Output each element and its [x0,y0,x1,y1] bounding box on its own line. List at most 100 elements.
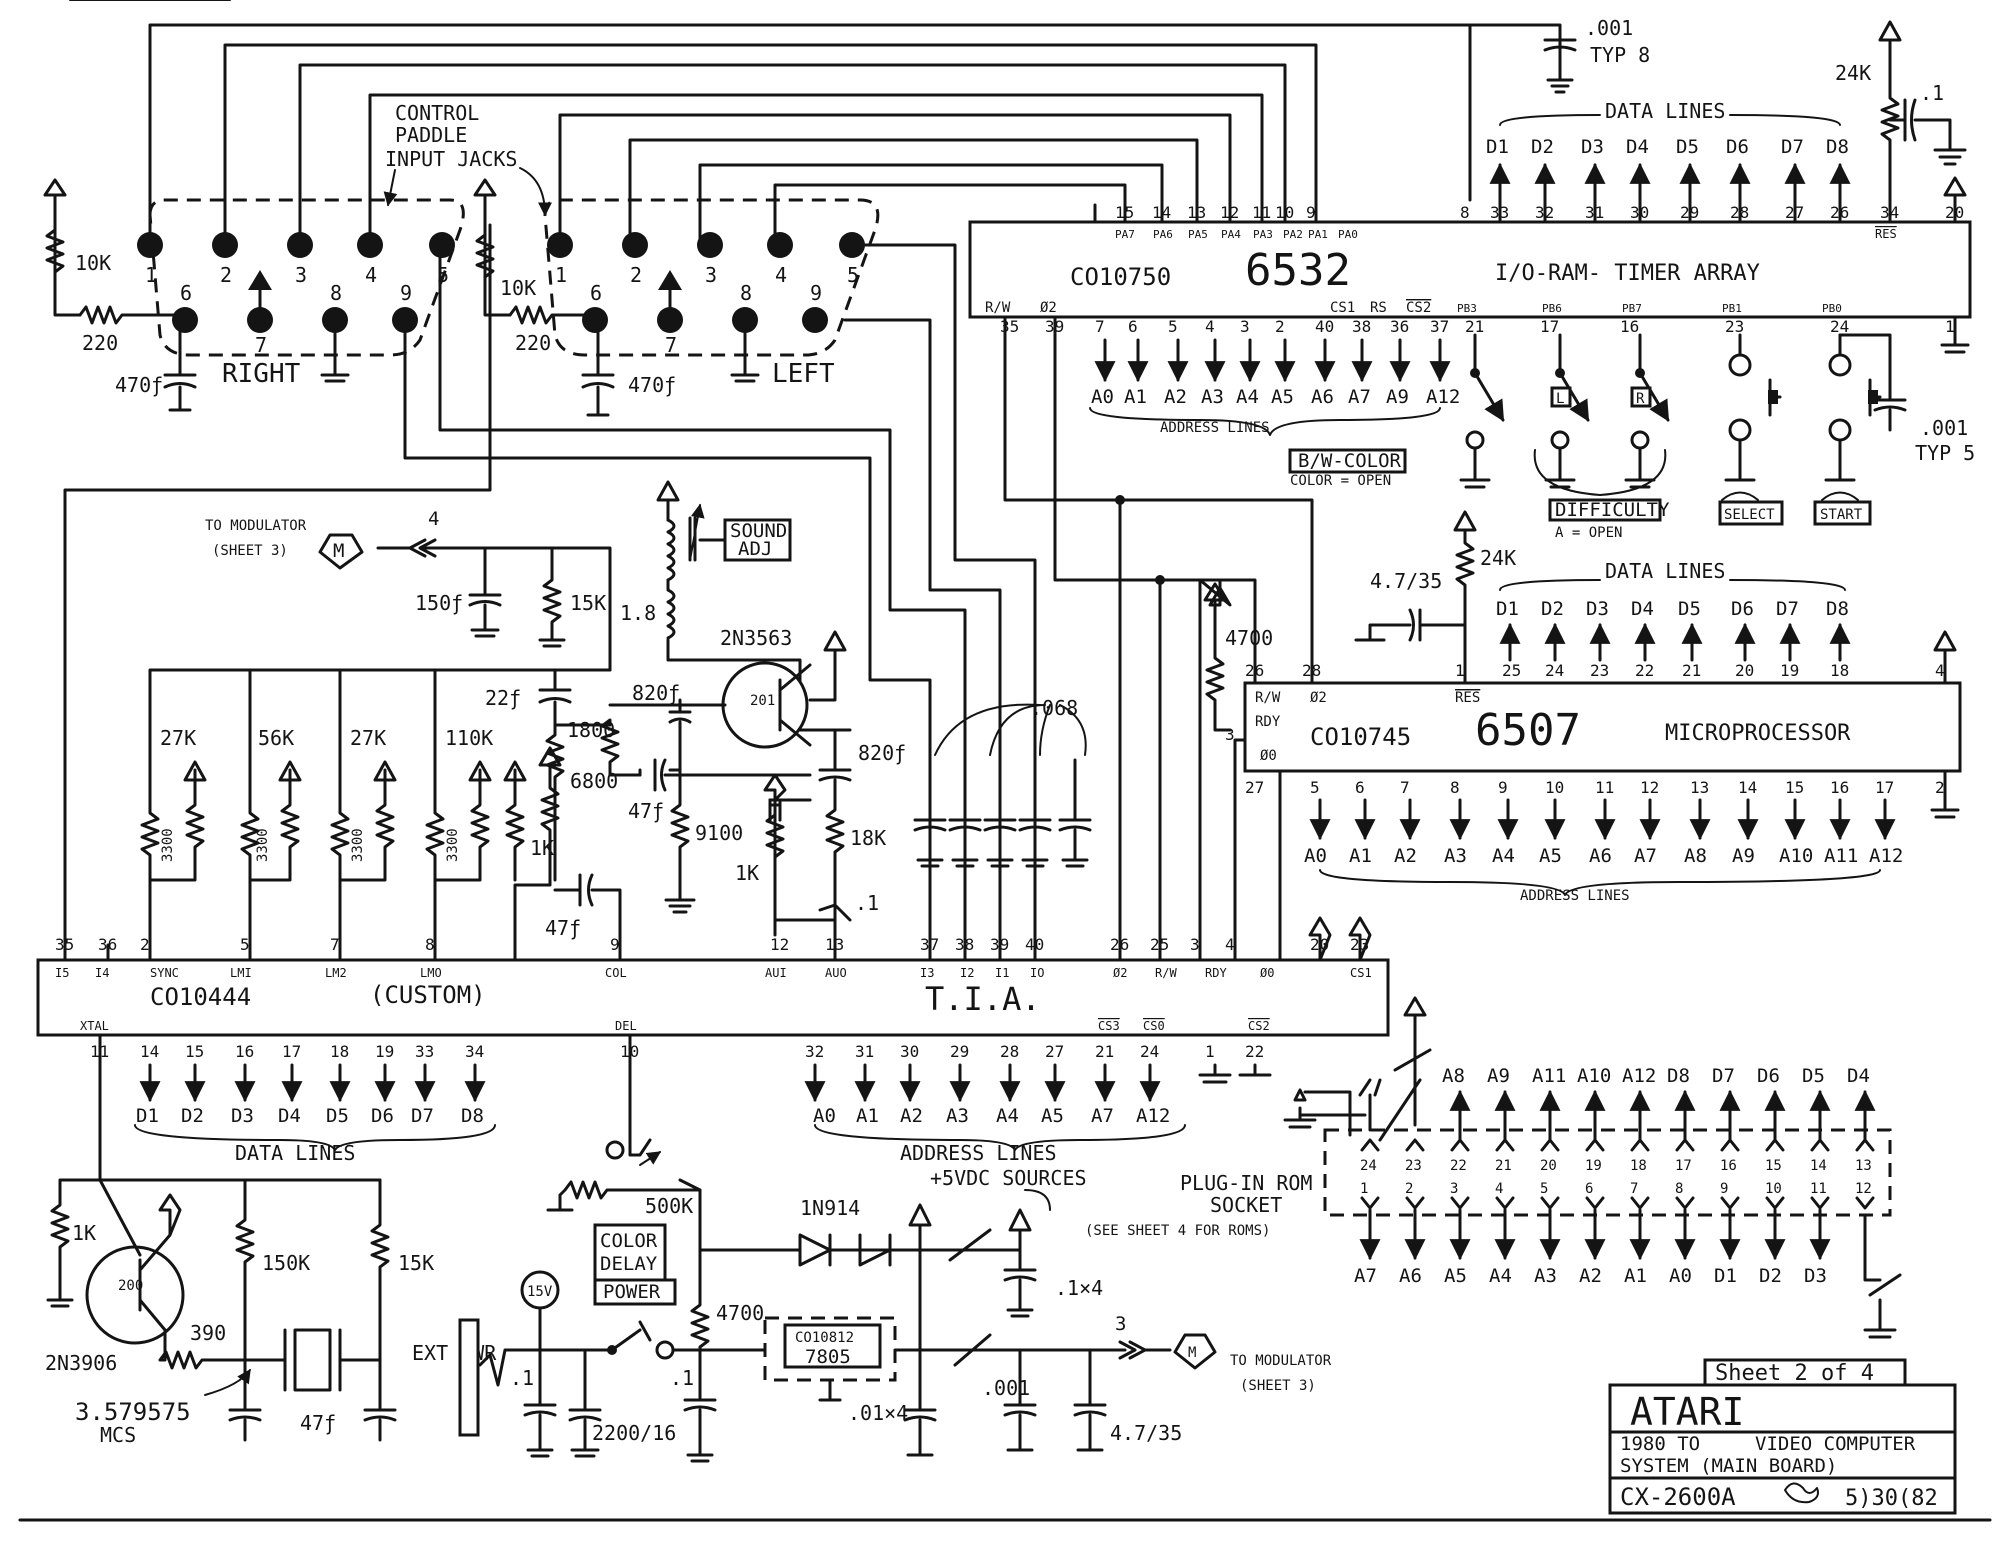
tia-data-D7: D7 [411,1105,434,1127]
cpu-data-D7: D7 [1776,598,1799,620]
right-jack-pin-5 [429,232,455,258]
select-box[interactable] [1718,500,1784,526]
rom-bottom-pin-1: 1 [1360,1181,1368,1197]
cpu-rdy-pullup: 4700 [1225,626,1273,650]
riot-data-label: DATA LINES [1605,99,1725,123]
riot-addr-A1: A1 [1124,386,1147,408]
right-diff-toggle[interactable] [1638,371,1670,422]
riot-cap-right: .001 [1920,416,1968,440]
tia-sig-3: LMI [230,966,252,980]
ext-pwr-jack[interactable] [458,1318,480,1437]
r3300-1 [248,778,300,882]
bw-toggle[interactable] [1473,371,1505,422]
riot-sig-res: RES [1875,227,1897,241]
jacks-caption-2: PADDLE [395,123,467,147]
title-block: Sheet 2 of 4 ATARI 1980 TO VIDEO COMPUTE… [1608,1358,1957,1515]
riot-bottom-pin-1: 1 [1945,317,1955,336]
tia-cs2: CS2 [1248,1019,1270,1033]
riot-bottom-pin-36: 36 [1390,317,1409,336]
right-diff-box [1630,386,1652,408]
tia-bottom-pin-14: 14 [140,1042,159,1061]
left-jack-pin-label-5: 5 [847,263,859,287]
left-diff-toggle[interactable] [1558,371,1590,422]
rom-top-pin-19: 19 [1585,1158,1602,1174]
cpu-rw: R/W [1255,690,1281,706]
right-jack-pin-label-4: 4 [365,263,377,287]
tia-sig-7: AUI [765,966,787,980]
cpu-bottom-pin-13: 13 [1690,778,1709,797]
riot-addr-A9: A9 [1386,386,1409,408]
riot-cap-top-note: TYP 8 [1590,43,1650,67]
r3300-2 [338,778,395,882]
tia-data-D4: D4 [278,1105,301,1127]
rom-note: (SEE SHEET 4 FOR ROMS) [1085,1223,1270,1239]
tia-top-pin-3: 3 [1190,935,1200,954]
power-reg: 7805 [805,1346,851,1368]
cpu-phi0: Ø0 [1260,748,1277,764]
riot-rs: RS [1370,300,1387,316]
power-m-label: M [1188,1345,1196,1361]
right-jack-key-icon [248,270,272,290]
riot-bottom-pin-5: 5 [1168,317,1178,336]
rom-bottom-pin-9: 9 [1720,1181,1728,1197]
tia-name: T.I.A. [925,980,1041,1018]
rom-bottom-sig-A7: A7 [1354,1265,1377,1287]
sound-068-caps [913,703,1092,868]
tia-part: CO10444 [150,983,251,1011]
cpu-data-D2: D2 [1541,598,1564,620]
left-jack-pin-label-3: 3 [705,263,717,287]
clock-cap47: 47ƒ [300,1411,336,1435]
riot-bottom-pin-37: 37 [1430,317,1449,336]
difficulty-box [1548,498,1662,522]
tia-sig-14: R/W [1155,966,1177,980]
riot-addr-A12: A12 [1426,386,1460,408]
power-cap01a: .1 [510,1366,534,1390]
rom-top-sig-D4: D4 [1847,1065,1870,1087]
sound-cap47: 47ƒ [628,799,664,823]
riot-pb-pb0: PB0 [1822,302,1842,315]
title-box [1608,1383,1957,1515]
rom-top-sig-A12: A12 [1622,1065,1656,1087]
jacks-caption-1: CONTROL [395,101,479,125]
sound-r9100: 9100 [695,821,743,845]
riot-bottom-pin-2: 2 [1275,317,1285,336]
power-sources: +5VDC SOURCES [930,1166,1087,1190]
right-pullup: 10K [75,251,111,275]
tia-bottom-pin-16: 16 [235,1042,254,1061]
cpu-res-pullup: 24K [1480,546,1516,570]
power-switch-box[interactable] [593,1278,677,1306]
cpu-bottom-pin-11: 11 [1595,778,1614,797]
cpu-data-label: DATA LINES [1605,559,1725,583]
tia-xtal: XTAL [80,1019,109,1033]
riot-sig-pa6: PA6 [1153,228,1173,241]
cpu-name: 6507 [1475,705,1581,756]
video-r1k: 1K [530,836,554,860]
color-delay-box[interactable] [593,1223,667,1282]
tia-sig-10: I2 [960,966,974,980]
riot-sig-pa5: PA5 [1188,228,1208,241]
right-jack-pin-8 [322,307,348,333]
rom-bottom-pin-5: 5 [1540,1181,1548,1197]
sound-coil: 1.8 [620,601,656,625]
video-r4: 110K [445,726,493,750]
rom-top-sig-A8: A8 [1442,1065,1465,1087]
tia-cs0: CS0 [1143,1019,1165,1033]
left-jack-pin-9 [802,307,828,333]
right-jack-pin-label-1: 1 [145,263,157,287]
cpu-res-cap: 4.7/35 [1370,569,1442,593]
riot-sig-pa2: PA2 [1283,228,1303,241]
start-box[interactable] [1813,500,1872,526]
cpu-top-pin-20: 20 [1735,661,1754,680]
left-jack-pin-label-9: 9 [810,281,822,305]
r3300-label-0: 3300 [160,828,176,862]
left-jack-pin-6 [582,307,608,333]
tia-top-pin-7: 7 [330,935,340,954]
riot-top-pin-12: 12 [1220,203,1239,222]
cpu-pin-3: 3 [1225,725,1235,744]
cap068-4 [1058,758,1092,868]
power-cap01x4: .01×4 [848,1401,908,1425]
rom-top-pin-21: 21 [1495,1158,1512,1174]
jacks-caption-3: INPUT JACKS [385,147,517,171]
rom-bottom-pin-10: 10 [1765,1181,1782,1197]
